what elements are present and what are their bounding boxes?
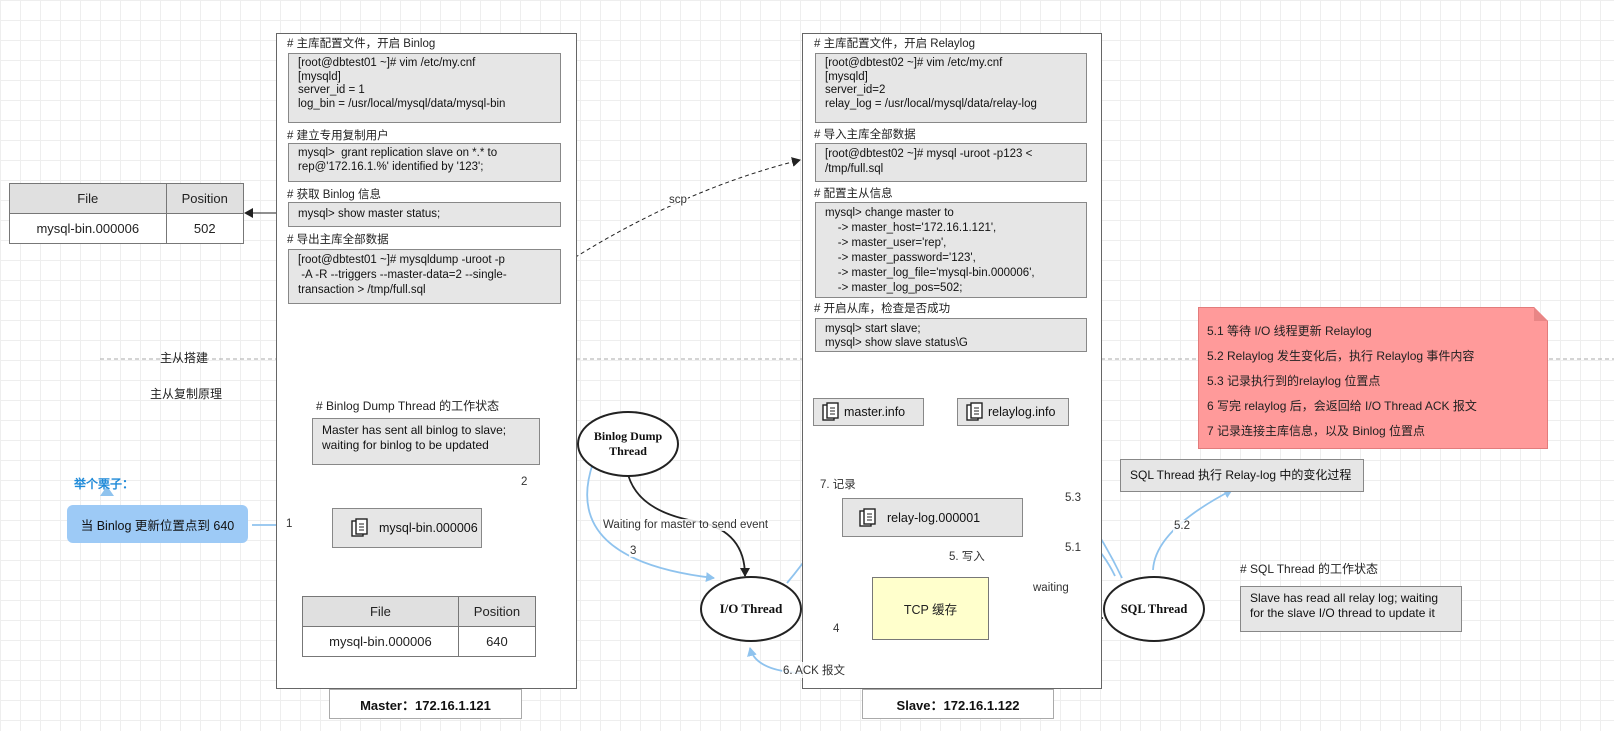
- master-info-box: master.info: [813, 398, 924, 426]
- table-row: mysql-bin.000006 502: [9, 213, 245, 244]
- table-cell-file: mysql-bin.000006: [302, 626, 459, 657]
- sql-state-box: Slave has read all relay log; waiting fo…: [1240, 586, 1462, 632]
- waiting-event-label: Waiting for master to send event: [602, 519, 770, 531]
- step52-label: 5.2: [1173, 520, 1191, 532]
- binlog-file-name: mysql-bin.000006: [379, 521, 478, 535]
- slave-start-code: mysql> start slave; mysql> show slave st…: [815, 318, 1087, 352]
- step1-label: 1: [285, 518, 294, 530]
- note-item: 7 记录连接主库信息，以及 Binlog 位置点: [1207, 424, 1426, 438]
- step3-label: 3: [629, 545, 638, 557]
- step4-label: 4: [832, 623, 841, 635]
- bottom-binlog-table: File Position mysql-bin.000006 640: [302, 596, 537, 657]
- dump-thread-caption: # Binlog Dump Thread 的工作状态: [316, 399, 500, 413]
- table-header-file: File: [302, 596, 459, 627]
- example-box: 当 Binlog 更新位置点到 640: [67, 505, 248, 543]
- step3-arrow: [586, 462, 715, 583]
- master-caption-binlog: # 主库配置文件，开启 Binlog: [287, 38, 436, 50]
- tcp-cache-box: TCP 缓存: [872, 577, 989, 640]
- relaylog-info-box: relaylog.info: [957, 398, 1069, 426]
- note-item: 6 写完 relaylog 后，会返回给 I/O Thread ACK 报文: [1207, 399, 1477, 413]
- step7-label: 7. 记录: [819, 476, 857, 492]
- table-cell-position: 502: [165, 213, 245, 244]
- slave-footer: Slave：172.16.1.122: [862, 689, 1054, 719]
- note-list: 5.1 等待 I/O 线程更新 Relaylog 5.2 Relaylog 发生…: [1207, 319, 1477, 444]
- sql-exec-box: SQL Thread 执行 Relay-log 中的变化过程: [1120, 459, 1364, 492]
- note-item: 5.3 记录执行到的relaylog 位置点: [1207, 374, 1381, 388]
- slave-change-master-code: mysql> change master to -> master_host='…: [815, 202, 1087, 298]
- dump-thread-state: Master has sent all binlog to slave; wai…: [312, 418, 540, 465]
- section-label-setup: 主从搭建: [160, 351, 209, 365]
- sql-thread: SQL Thread: [1103, 576, 1205, 642]
- master-status-code: mysql> show master status;: [288, 202, 561, 227]
- file-icon: [859, 507, 876, 527]
- binlog-dump-thread: Binlog Dump Thread: [577, 411, 679, 477]
- file-icon: [966, 402, 983, 421]
- step51-label: 5.1: [1064, 542, 1082, 554]
- file-icon: [351, 518, 368, 537]
- binlog-file-box: mysql-bin.000006: [332, 508, 482, 548]
- note-item: 5.1 等待 I/O 线程更新 Relaylog: [1207, 324, 1372, 338]
- step52-arrow: [1152, 489, 1233, 571]
- slave-mycnf-code: [root@dbtest02 ~]# vim /etc/my.cnf [mysq…: [815, 53, 1087, 123]
- master-mycnf-code: [root@dbtest01 ~]# vim /etc/my.cnf [mysq…: [288, 53, 561, 123]
- table-cell-position: 640: [457, 626, 537, 657]
- note-box: [1198, 307, 1548, 449]
- table-header-file: File: [9, 183, 167, 214]
- relay-log-file-box: relay-log.000001: [842, 498, 1023, 537]
- master-grant-code: mysql> grant replication slave on *.* to…: [288, 143, 561, 182]
- scp-label: scp: [668, 194, 688, 206]
- sql-state-caption: # SQL Thread 的工作状态: [1240, 562, 1379, 576]
- slave-import-code: [root@dbtest02 ~]# mysql -uroot -p123 < …: [815, 143, 1087, 182]
- table-row: mysql-bin.000006 640: [302, 626, 537, 657]
- io-thread: I/O Thread: [700, 576, 802, 642]
- step53-label: 5.3: [1064, 492, 1082, 504]
- master-footer: Master：172.16.1.121: [329, 689, 522, 719]
- table-cell-file: mysql-bin.000006: [9, 213, 167, 244]
- section-label-principle: 主从复制原理: [150, 387, 223, 401]
- master-caption-status: # 获取 Binlog 信息: [287, 189, 381, 201]
- master-panel: [276, 33, 577, 689]
- slave-caption-start: # 开启从库，检查是否成功: [814, 303, 951, 315]
- step2-label: 2: [520, 476, 529, 488]
- table-header-position: Position: [457, 596, 537, 627]
- table-header-position: Position: [165, 183, 245, 214]
- relaylog-info-label: relaylog.info: [988, 405, 1056, 419]
- note-item: 5.2 Relaylog 发生变化后，执行 Relaylog 事件内容: [1207, 349, 1475, 363]
- step5-label: 5. 写入: [948, 548, 986, 564]
- waiting-label: waiting: [1032, 582, 1070, 594]
- master-info-label: master.info: [844, 405, 906, 419]
- master-caption-user: # 建立专用复制用户: [287, 130, 389, 142]
- relay-log-file-name: relay-log.000001: [887, 510, 981, 525]
- file-icon: [822, 402, 839, 421]
- slave-caption-config: # 配置主从信息: [814, 188, 893, 200]
- master-dump-code: [root@dbtest01 ~]# mysqldump -uroot -p -…: [288, 249, 561, 304]
- slave-caption-import: # 导入主库全部数据: [814, 129, 916, 141]
- step6-label: 6. ACK 报文: [782, 662, 846, 678]
- top-binlog-table: File Position mysql-bin.000006 502: [9, 183, 245, 244]
- slave-caption-relaylog: # 主库配置文件，开启 Relaylog: [814, 38, 976, 50]
- example-title: 举个栗子：: [74, 477, 135, 491]
- scp-arrow: [562, 157, 801, 266]
- master-caption-dump: # 导出主库全部数据: [287, 234, 389, 246]
